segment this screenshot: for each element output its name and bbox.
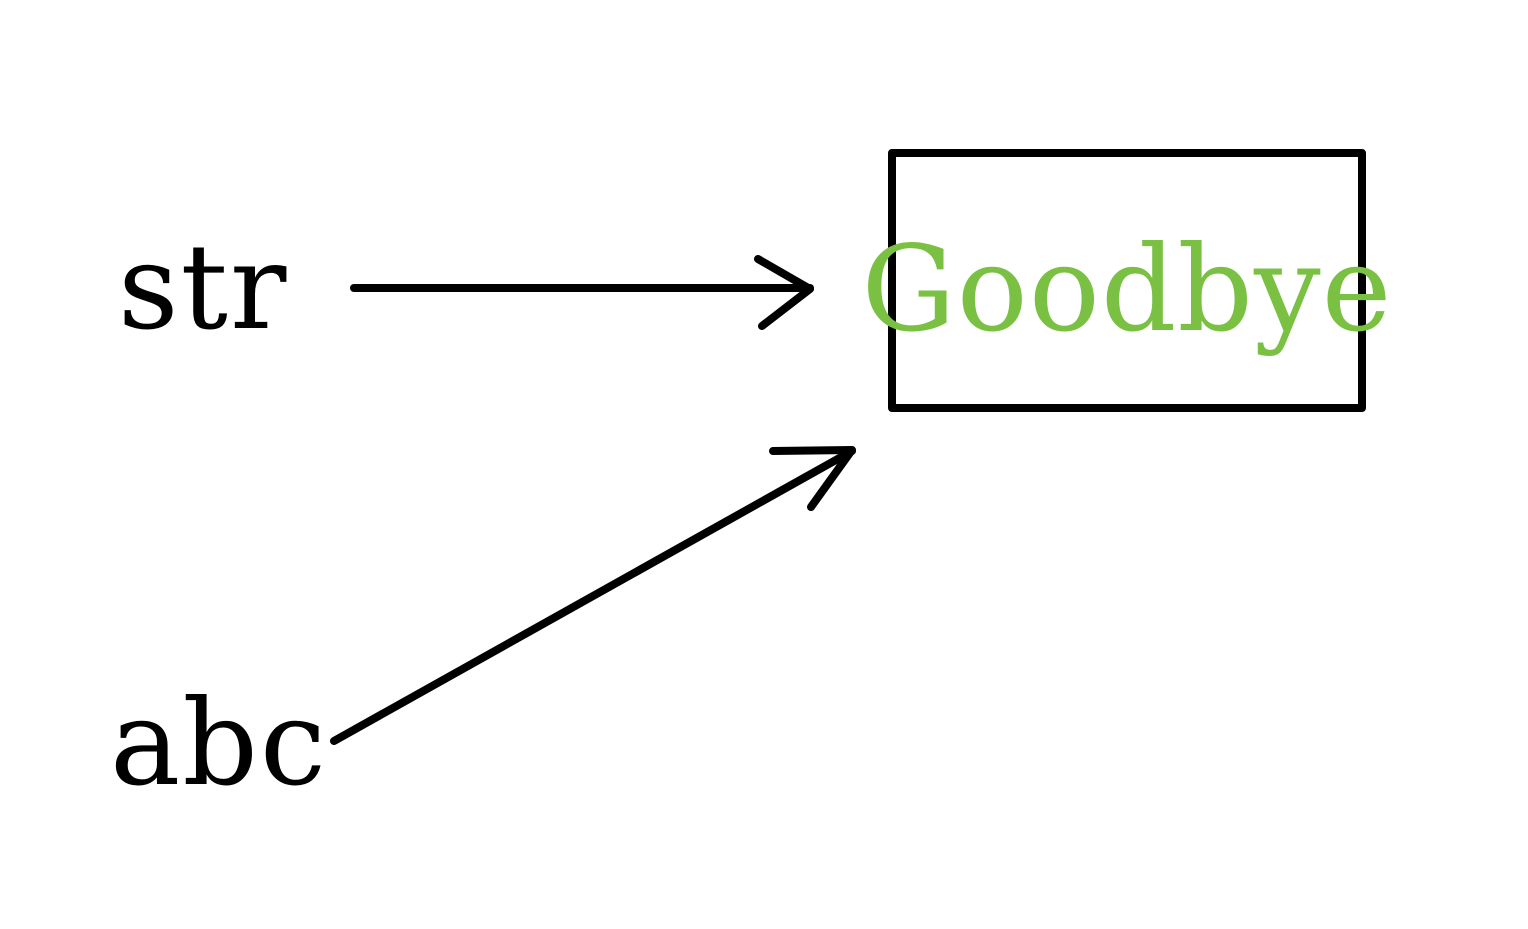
arrow-shaft <box>330 447 856 745</box>
reference-arrow-abc <box>330 446 856 745</box>
object-value-text: Goodbye <box>862 220 1393 358</box>
object-box-border <box>888 149 1366 412</box>
reference-arrow-str <box>350 255 814 330</box>
string-object-box: Goodbye <box>862 149 1393 412</box>
arrow-head <box>769 446 856 511</box>
variable-label-str: str <box>118 218 288 356</box>
arrow-head <box>754 255 814 330</box>
variable-label-abc: abc <box>110 674 328 812</box>
